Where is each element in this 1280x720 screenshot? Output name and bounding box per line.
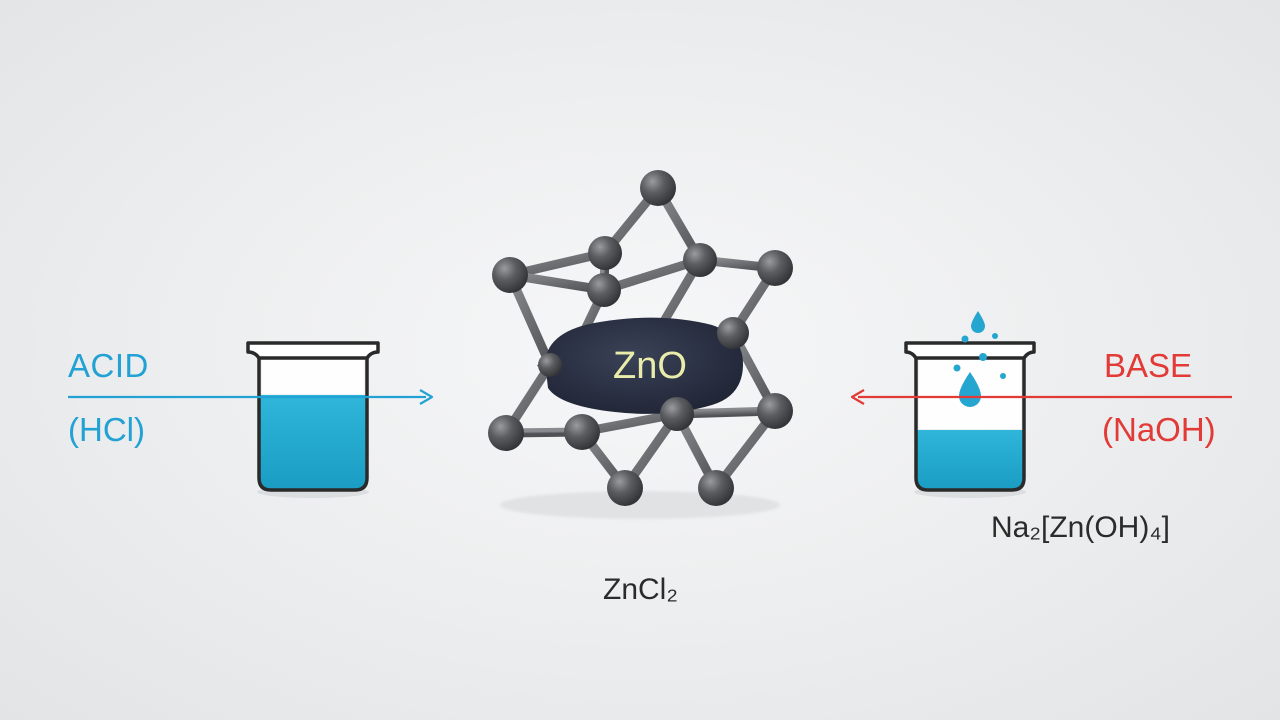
base-arrow [850,389,1232,405]
center-compound-label: ZnO [613,345,687,387]
droplet-icon [953,311,1006,407]
acid-arrow [68,389,434,405]
acid-formula: (HCl) [68,411,145,448]
base-label: BASE [1104,347,1193,384]
acid-beaker-icon [246,341,380,498]
base-formula: (NaOH) [1102,411,1216,448]
base-product-label: Na₂[Zn(OH)₄] [991,511,1170,544]
zno-lattice-icon [488,170,793,519]
acid-product-label: ZnCl₂ [603,573,678,606]
acid-label: ACID [68,347,149,384]
base-beaker-icon [904,341,1036,498]
